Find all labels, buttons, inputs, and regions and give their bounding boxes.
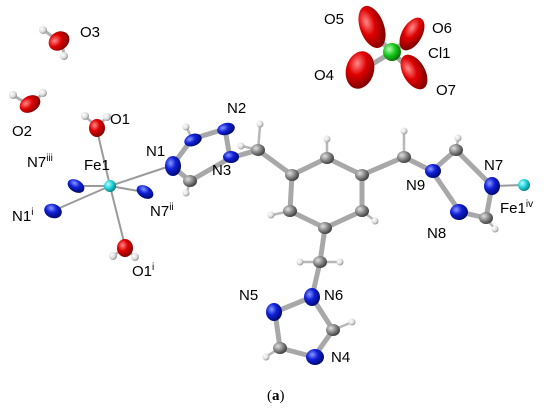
oxygen-atom-O6 (399, 17, 425, 51)
hydrogen-atom (491, 225, 499, 233)
label-N7ii: N7ii (150, 202, 174, 220)
carbon-atom (313, 256, 327, 268)
label-O1: O1 (110, 111, 130, 128)
chlorine-atom-Cl1 (383, 43, 401, 61)
hydrogen-atom (371, 217, 379, 225)
nitrogen-atom-N5 (266, 303, 282, 321)
bond (359, 154, 407, 178)
label-N5: N5 (239, 287, 258, 304)
label-Fe1: Fe1 (84, 157, 110, 174)
label-O4: O4 (314, 67, 334, 84)
nitrogen-atom-N3 (223, 151, 239, 163)
nitrogen-atom (184, 133, 202, 147)
bond (187, 155, 233, 184)
oxygen-atom-O7 (400, 54, 428, 90)
bond (109, 165, 171, 187)
hydrogen-atom (237, 142, 245, 150)
hydrogen-atom (256, 120, 264, 128)
hydrogen-atom (296, 258, 304, 266)
hydrogen-atom (348, 318, 356, 326)
nitrogen-atom-N7ii (136, 185, 154, 199)
bond (109, 185, 126, 247)
label-N1i: N1i (12, 207, 33, 225)
iron-atom-Fe1 (104, 180, 116, 192)
label-O7: O7 (436, 82, 456, 99)
label-O3: O3 (80, 24, 100, 41)
figure-caption: (a) (267, 388, 285, 404)
label-O6: O6 (432, 20, 452, 37)
oxygen-atom-O3 (48, 31, 70, 51)
hydrogen-atom (182, 189, 190, 197)
oxygen-atom-O2 (19, 95, 41, 113)
label-N2: N2 (227, 100, 246, 117)
carbon-atom (251, 144, 265, 156)
nitrogen-atom-N1i (44, 203, 62, 219)
carbon-atom (283, 205, 297, 217)
bond (453, 147, 495, 189)
label-Fe1iv: Fe1iv (500, 199, 533, 217)
nitrogen-atom-N7 (484, 177, 500, 195)
atoms (9, 5, 530, 365)
nitrogen-atom-N8 (450, 204, 468, 220)
label-N1: N1 (146, 143, 165, 160)
hydrogen-atom (323, 135, 331, 143)
label-N4: N4 (331, 349, 350, 366)
bond (287, 172, 295, 214)
oxygen-atom-O1 (89, 119, 105, 137)
hydrogen-atom (39, 26, 47, 34)
hydrogen-atom (81, 112, 89, 120)
nitrogen-atom-N7iii (67, 179, 85, 193)
label-O1i: O1i (132, 262, 154, 280)
hydrogen-atom (39, 89, 47, 97)
label-N3: N3 (212, 162, 231, 179)
hydrogen-atom (454, 134, 462, 142)
hydrogen-atom (109, 252, 117, 260)
hydrogen-atom (400, 127, 408, 135)
bond (96, 129, 111, 187)
nitrogen-atom-N2 (217, 122, 235, 136)
hydrogen-atom (60, 52, 68, 60)
carbon-atom (397, 151, 411, 163)
carbon-atom (318, 222, 332, 234)
carbon-atom (355, 205, 369, 217)
carbon-atom (355, 169, 369, 181)
hydrogen-atom (9, 91, 17, 99)
label-N7iii: N7iii (27, 153, 53, 171)
oxygen-atom-O1i (117, 239, 133, 257)
label-Cl1: Cl1 (428, 45, 451, 62)
label-O5: O5 (324, 11, 344, 28)
carbon-atom (479, 212, 493, 224)
hydrogen-atom (182, 123, 190, 131)
nitrogen-atom-N1 (165, 156, 181, 176)
hydrogen-atom (336, 258, 344, 266)
oxygen-atom-O5 (358, 5, 386, 49)
nitrogen-atom-N9 (425, 164, 441, 178)
carbon-atom (449, 144, 463, 156)
label-N9: N9 (406, 177, 425, 194)
label-O2: O2 (12, 123, 32, 140)
nitrogen-atom-N6 (304, 288, 320, 306)
bond (255, 147, 295, 178)
hydrogen-atom (267, 211, 275, 219)
hydrogen-atom (262, 353, 270, 361)
carbon-atom (285, 169, 299, 181)
carbon-atom (273, 342, 287, 354)
bond (54, 185, 111, 211)
label-N7: N7 (484, 157, 503, 174)
iron-atom-Fe1iv (518, 179, 530, 191)
atom-labels: O3 O2 O1 Fe1 N1 N2 N3 N7iii N7ii N1i O1i… (12, 11, 533, 366)
oxygen-atom-O4 (345, 51, 375, 89)
label-N6: N6 (324, 287, 343, 304)
hydrogen-atom (103, 113, 111, 121)
nitrogen-atom-N4 (306, 349, 324, 365)
carbon-atom (183, 175, 197, 187)
label-N8: N8 (427, 225, 446, 242)
hydrogen-atom (131, 253, 139, 261)
carbon-atom (326, 324, 340, 336)
carbon-atom (320, 152, 334, 164)
